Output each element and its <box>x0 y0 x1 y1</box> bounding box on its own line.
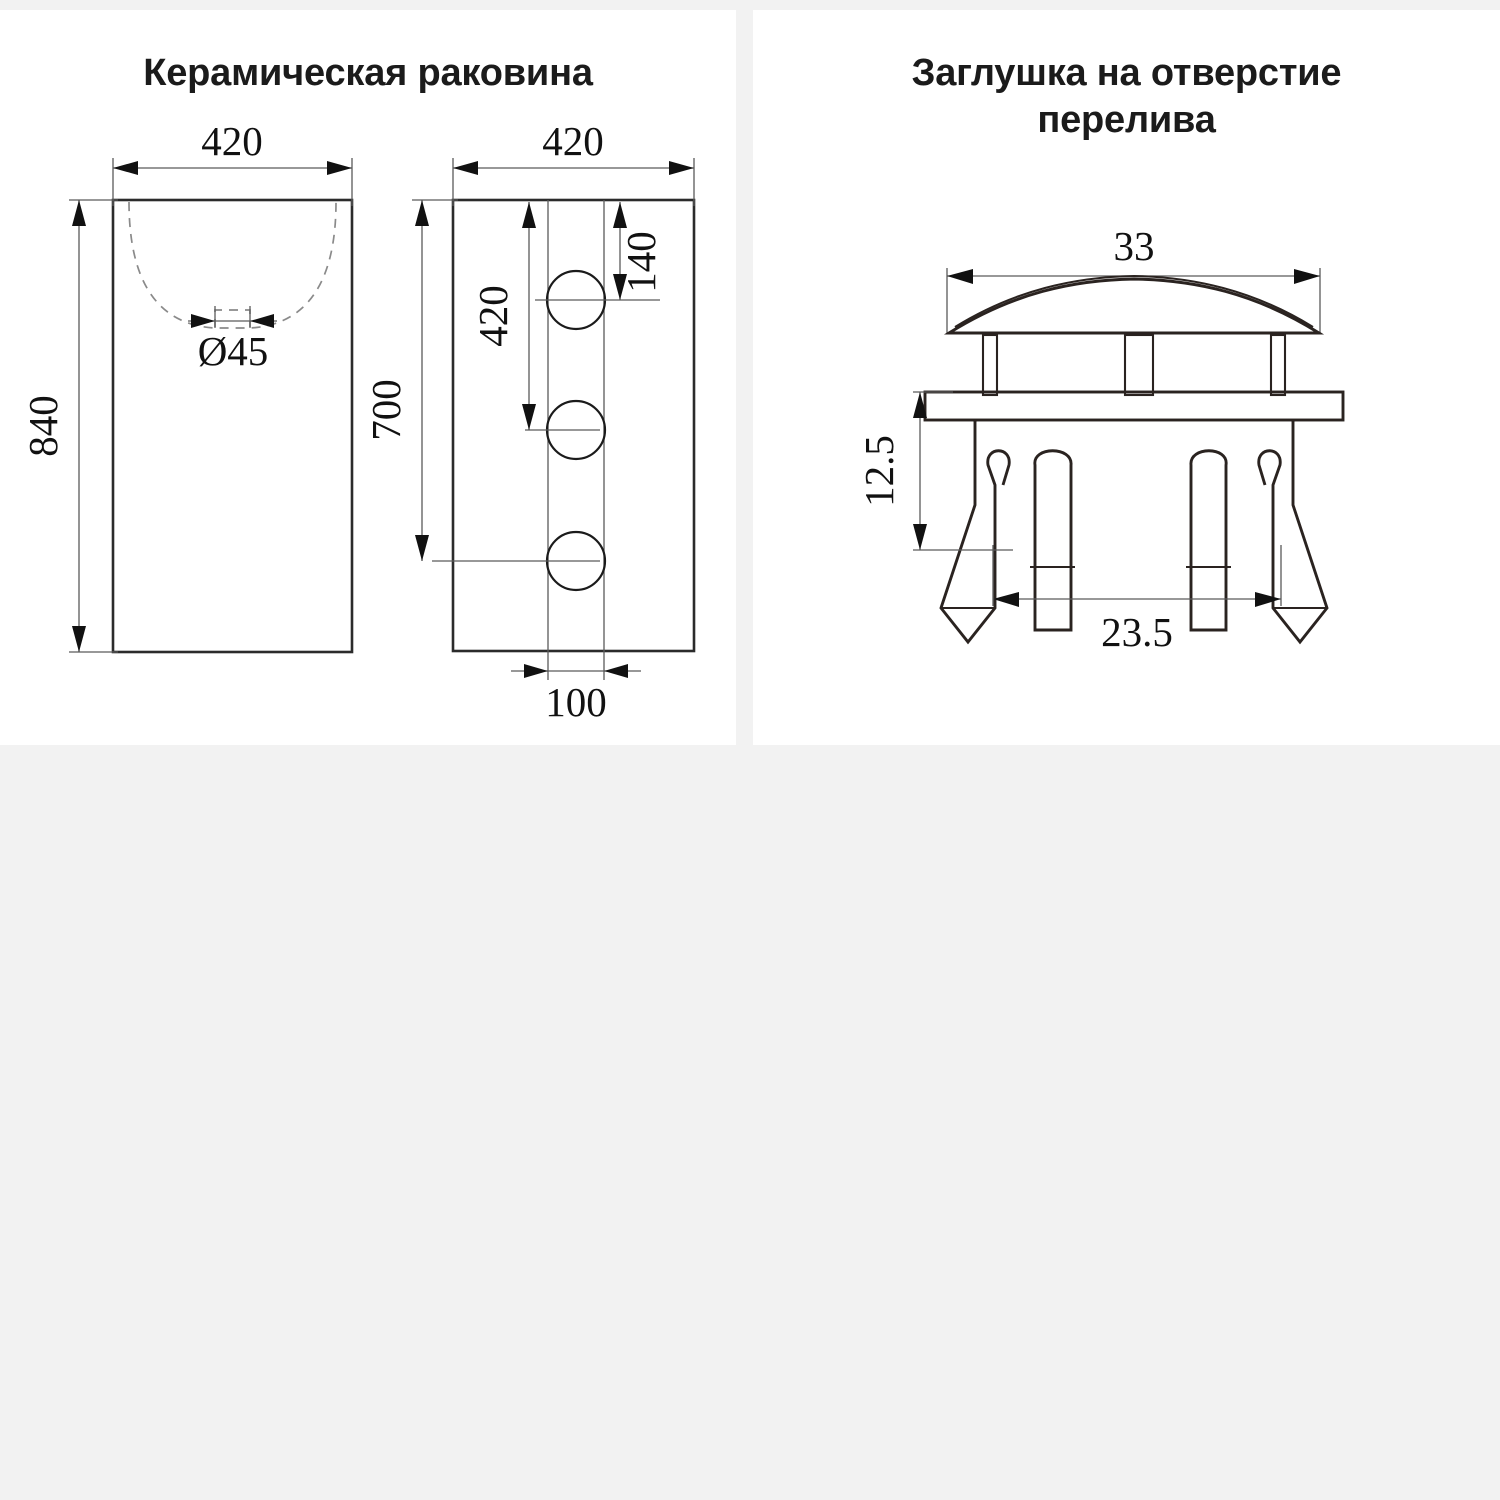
plug-flange-plate <box>923 390 1345 422</box>
dim-label-hole-top-offset: 140 <box>618 231 664 293</box>
dim-hole-top-offset-140: 140 <box>612 202 664 301</box>
plug-cross-section-view: 33 <box>856 223 1345 655</box>
dim-hole-spacing-100: 100 <box>511 664 641 725</box>
panel-title-line-2: перелива <box>1037 99 1216 142</box>
plug-leg-outer-right <box>1257 420 1329 645</box>
plug-post-left <box>981 333 999 397</box>
dim-cap-width-33: 33 <box>947 223 1320 284</box>
panel-title-ceramic-sink: Керамическая раковина <box>143 52 593 94</box>
dim-side-width-420: 420 <box>452 118 695 206</box>
dim-label-front-height: 840 <box>20 395 66 457</box>
dim-label-side-width: 420 <box>542 118 604 164</box>
sink-mounting-holes <box>432 269 612 592</box>
sink-basin-dashed-outline <box>128 201 337 329</box>
dim-leg-width-23-5: 23.5 <box>992 545 1282 655</box>
overflow-plug-drawing: 33 <box>856 223 1345 655</box>
plug-cap-dome <box>943 277 1325 335</box>
dim-front-height-840: 840 <box>20 199 118 653</box>
plug-prong-inner-right <box>1189 449 1228 632</box>
dim-label-leg-width: 23.5 <box>1101 609 1173 655</box>
panel-overflow-plug: Заглушка на отверстие перелива 33 <box>753 10 1500 745</box>
sink-drain-notch-dashed <box>214 309 251 328</box>
dim-drain-diameter-45: Ø45 <box>188 306 277 374</box>
panel-title-overflow-plug: Заглушка на отверстие перелива <box>753 50 1500 144</box>
dim-label-cap-width: 33 <box>1114 223 1155 269</box>
dim-leg-height-12-5: 12.5 <box>856 391 1013 551</box>
panel-ceramic-sink: Керамическая раковина 420 <box>0 10 736 745</box>
sink-front-outline <box>111 198 354 654</box>
dim-label-hole-span: 420 <box>470 285 516 347</box>
plug-prong-inner-left <box>1033 449 1073 632</box>
side-elevation-view: 420 700 420 <box>363 118 696 725</box>
dim-label-hole-spacing: 100 <box>545 679 607 725</box>
plug-leg-outer-left <box>939 420 1011 645</box>
dim-label-leg-height: 12.5 <box>856 435 902 507</box>
panel-title-line-1: Заглушка на отверстие <box>911 52 1342 94</box>
front-elevation-view: 420 840 Ø45 <box>20 118 354 654</box>
dim-label-side-height: 700 <box>363 379 409 441</box>
dim-label-drain-diameter: Ø45 <box>198 328 269 374</box>
plug-cap-dome-inner <box>954 274 1314 328</box>
dim-side-height-700: 700 <box>363 199 458 561</box>
ceramic-sink-drawing: 420 840 Ø45 <box>20 118 696 725</box>
dim-label-front-width: 420 <box>201 118 263 164</box>
plug-posts <box>981 333 1287 397</box>
dim-front-width-420: 420 <box>112 118 353 206</box>
sink-side-outline <box>451 198 696 653</box>
plug-post-right <box>1269 333 1287 397</box>
dim-hole-span-420: 420 <box>470 202 536 430</box>
plug-post-center <box>1123 333 1155 397</box>
